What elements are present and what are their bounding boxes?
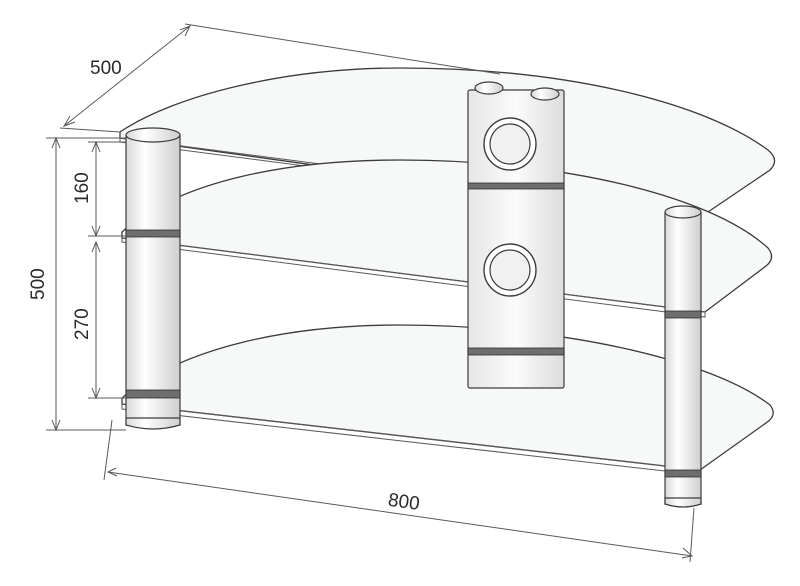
upper-spacing-label: 160 [72,172,93,204]
panel-knob-right [530,87,560,101]
panel-knob-left [474,81,504,95]
cable-hole-upper [483,117,537,171]
panel-band-top [467,182,565,190]
width-label: 800 [387,490,421,515]
width-dimension: 800 [103,419,695,563]
center-panel [467,89,565,389]
height-label: 500 [28,268,49,300]
upper-spacing-dimension: 160 [72,140,126,238]
height-dimension: 500 [28,136,126,432]
right-post [664,205,702,508]
top-shelf [119,67,776,215]
left-post [125,127,181,430]
cable-hole-lower [483,243,537,297]
depth-dimension: 500 [59,23,501,133]
lower-spacing-dimension: 270 [72,240,126,400]
panel-band-bottom [467,347,565,356]
lower-spacing-label: 270 [72,308,93,340]
depth-label: 500 [90,58,122,79]
